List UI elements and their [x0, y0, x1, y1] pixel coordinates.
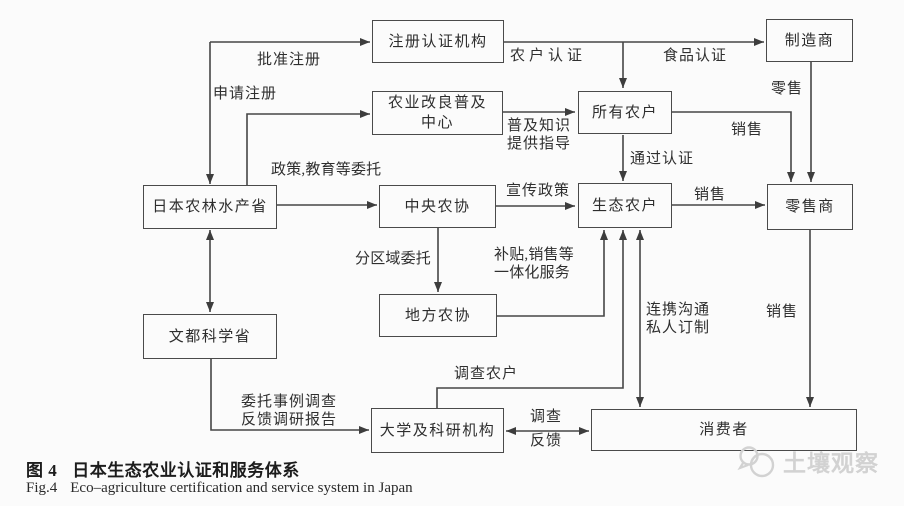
node-registration-agency-label: 注册认证机构: [388, 33, 488, 50]
node-extension-center-line2: 中心: [420, 115, 454, 131]
label-sales-farmers-retailer: 销售: [731, 122, 764, 138]
node-extension-center: 农业改良普及 中心: [372, 91, 503, 135]
node-consumers-label: 消费者: [699, 422, 749, 438]
caption-title-zh: 日本生态农业认证和服务体系: [72, 461, 300, 480]
watermark-bubbles-icon: [737, 446, 775, 478]
label-apply-registration: 申请注册: [213, 86, 278, 102]
edge-delegation-report: [210, 359, 369, 434]
label-liaison-custom-line1: 连携沟通: [646, 302, 711, 318]
label-survey-farmers: 调查农户: [454, 366, 519, 382]
caption-title-en: Eco–agriculture certification and servic…: [70, 480, 413, 496]
node-local-coop-label: 地方农协: [404, 307, 471, 324]
watermark: 土壤观察: [735, 444, 879, 478]
label-food-certification: 食品认证: [663, 48, 728, 64]
label-regional-delegation: 分区域委托: [355, 251, 432, 267]
label-delegation-report: 委托事例调查 反馈调研报告: [241, 393, 337, 429]
caption-fig-number-zh: 图 4: [26, 461, 58, 480]
label-retail: 零售: [771, 81, 804, 97]
node-manufacturer: 制造商: [766, 19, 853, 62]
node-local-coop: 地方农协: [379, 294, 497, 337]
node-maff-label: 日本农林水产省: [152, 199, 268, 215]
node-central-coop-label: 中央农协: [404, 198, 471, 215]
label-policy-education: 政策,教育等委托: [271, 162, 382, 178]
label-sales-eco-retailer: 销售: [694, 187, 727, 203]
node-retailer: 零售商: [767, 184, 853, 230]
label-approve-registration: 批准注册: [257, 52, 322, 68]
label-knowledge-guidance-line1: 普及知识: [507, 118, 572, 134]
label-sales-retailer-consumer: 销售: [766, 304, 799, 320]
node-mext-label: 文都科学省: [168, 328, 252, 345]
node-registration-agency: 注册认证机构: [372, 20, 504, 63]
label-survey: 调查: [530, 409, 563, 425]
node-mext: 文都科学省: [143, 314, 277, 359]
watermark-text: 土壤观察: [783, 451, 879, 476]
label-knowledge-guidance-line2: 提供指导: [507, 136, 572, 152]
label-delegation-report-line1: 委托事例调查: [241, 394, 338, 410]
label-farmer-certification: 农户认证: [510, 48, 587, 64]
label-pass-certification: 通过认证: [630, 151, 695, 167]
node-consumers: 消费者: [591, 409, 857, 451]
node-extension-center-line1: 农业改良普及: [387, 95, 487, 111]
label-publicize-policy: 宣传政策: [506, 183, 571, 199]
label-liaison-custom-line2: 私人订制: [646, 320, 711, 336]
edge-maff-to-extension-center: [246, 110, 370, 185]
caption-en: Fig.4 Eco–agriculture certification and s…: [26, 480, 413, 497]
node-eco-farmers: 生态农户: [578, 183, 672, 228]
edge-sales-farmers-retailer: [671, 111, 795, 182]
caption-zh: 图 4 日本生态农业认证和服务体系: [26, 456, 300, 481]
node-eco-farmers-label: 生态农户: [591, 197, 658, 214]
label-integrated-service-line2: 一体化服务: [494, 265, 571, 281]
node-retailer-label: 零售商: [785, 199, 835, 215]
edge-integrated-service: [497, 230, 608, 317]
label-feedback: 反馈: [530, 433, 563, 449]
label-integrated-service-line1: 补贴,销售等: [494, 247, 574, 263]
label-delegation-report-line2: 反馈调研报告: [241, 412, 338, 428]
node-all-farmers: 所有农户: [578, 91, 672, 134]
label-liaison-custom: 连携沟通 私人订制: [646, 301, 710, 337]
caption-fig-number-en: Fig.4: [26, 480, 58, 496]
edge-survey-farmers: [436, 230, 627, 408]
node-central-coop: 中央农协: [379, 185, 496, 228]
node-maff: 日本农林水产省: [143, 185, 277, 229]
node-manufacturer-label: 制造商: [784, 32, 835, 49]
node-all-farmers-label: 所有农户: [591, 104, 658, 121]
label-knowledge-guidance: 普及知识 提供指导: [507, 117, 571, 153]
label-integrated-service: 补贴,销售等 一体化服务: [494, 246, 574, 282]
node-university-label: 大学及科研机构: [379, 422, 496, 439]
node-university: 大学及科研机构: [371, 408, 504, 453]
